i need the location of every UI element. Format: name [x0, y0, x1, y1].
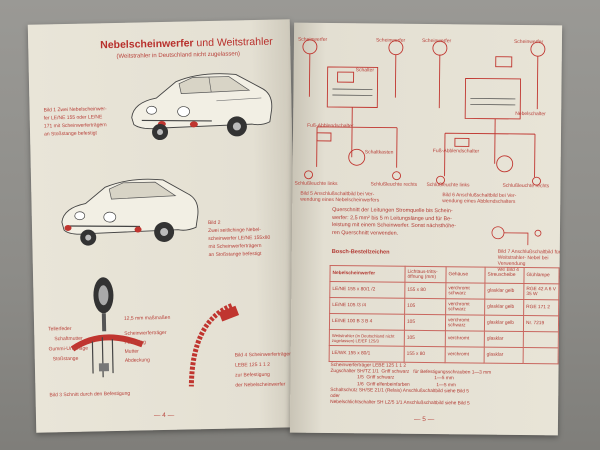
table-cell: LE/NE 155 x 80/1 /2 [329, 281, 405, 299]
left-page: Nebelscheinwerfer und Weitstrahler (Weit… [27, 19, 299, 433]
table-cell: verchromt schwarz [445, 282, 485, 300]
bild6-label-sr: Schlußleuchte rechts [502, 182, 550, 190]
bild6-label-l: Scheinwerfer [421, 37, 452, 45]
table-cell: glasklar [484, 347, 524, 364]
table-cell: Weitstrahler (in Deutschland nicht zugel… [329, 329, 405, 347]
bild1-caption: Bild 1 Zwei Nebelscheinwer-fer LE/NE 155… [43, 106, 107, 138]
table-cell: 155 x 80 [404, 346, 446, 363]
table-cell: verchromt schwarz [445, 298, 485, 316]
table-cell [523, 331, 559, 348]
table-cell: RGE 171 2 [523, 299, 559, 316]
table-cell: verchromt [445, 330, 485, 348]
cable-cross-section-text: Querschnitt der Leitungen Stromquelle bi… [331, 207, 457, 237]
left-page-number: — 4 — [153, 411, 175, 420]
list-item: Nebelschlichtschalter SH LZ/5 1/1 Anschl… [330, 400, 470, 407]
table-cell: glasklar gelb [484, 315, 524, 332]
wiring-diagram-bild6 [432, 40, 546, 186]
wiring-diagram-bild5 [302, 39, 404, 181]
bild6-label-nebel: Nebelschalter [515, 110, 546, 118]
cutaway-labels: Tellerfeder Schaftmutter Gummi-Unterlage… [48, 325, 89, 363]
table-row: LE/WK 155 x 80/1 155 x 80 verchromt glas… [329, 345, 559, 364]
bild5-label-r: Scheinwerfer [375, 37, 406, 44]
table-cell: RGE 42 A 6 V 35 W [523, 283, 559, 300]
bild5-label-sr: Schlußleuchte rechts [370, 181, 418, 188]
table-header-cell: Nebelscheinwerfer [329, 265, 406, 283]
table-cell: 105 [404, 330, 446, 347]
bild3-caption: Bild 3 Schnitt durch den Befestigung [49, 390, 131, 399]
bild6-label-fuss: Fuß-Abblendschalter [432, 148, 480, 155]
bosch-heading: Bosch-Bestellzeichen [331, 249, 390, 256]
left-page-title: Nebelscheinwerfer und Weitstrahler [100, 35, 273, 52]
bild5-label-kasten: Schaltkasten [364, 149, 394, 156]
table-cell: LE/NE 100 B 3 B 4 [329, 313, 405, 331]
bracket-strap-illustration [188, 303, 240, 387]
bild6-caption: Bild 6 Anschlußschaltbild bei Ver-wendun… [442, 192, 517, 205]
table-header-cell: Streuscheibe [484, 267, 525, 284]
bild5-label-sl: Schlußleuchte links [294, 180, 338, 188]
bild5-caption: Bild 5 Anschlußschaltbild bei Ver-wendun… [300, 190, 380, 204]
car-illustration-side-fog-lamps [61, 178, 199, 246]
bild6-label-sl: Schlußleuchte links [426, 182, 470, 189]
table-cell: glasklar gelb [484, 299, 524, 316]
table-cell: glasklar [484, 331, 524, 348]
table-header-cell: Gehäuse [445, 266, 486, 284]
table-cell: verchromt [445, 346, 485, 364]
right-page: Scheinwerfer Scheinwerfer Schalter Fuß-A… [289, 22, 563, 436]
table-cell [523, 347, 559, 364]
table-cell: Nr. 7219 [523, 315, 559, 332]
table-cell: 105 [404, 314, 446, 331]
weitstrahler-diagram-bild7 [491, 226, 542, 246]
bild6-label-r: Scheinwerfer [513, 38, 544, 46]
table-cell: 155 x 80 [404, 282, 446, 299]
car-illustration-front-fog-lamps [131, 73, 273, 141]
table-cell: 105 [404, 298, 446, 315]
order-list: Scheinwerferträger LEBE 125 1 1 2 Zugsch… [330, 363, 491, 408]
table-header-cell: Lichtaus-tritts-öffnung (mm) [404, 266, 447, 283]
table-cell: LE/WK 155 x 80/1 [329, 345, 405, 363]
fog-lamp-cutaway-illustration [70, 277, 144, 378]
table-cell: glasklar gelb [484, 283, 524, 300]
bild5-label-schalter: Schalter [355, 67, 375, 74]
bild5-label-fuss: Fuß-Abblendschalter [307, 122, 354, 130]
cutaway-labels-right: 12,5 mm maßmaßen Scheinwerferträger Fede… [123, 314, 171, 364]
parts-table: Nebelscheinwerfer Lichtaus-tritts-öffnun… [329, 265, 560, 364]
left-page-subtitle: (Weitstrahler in Deutschland nicht zugel… [116, 51, 241, 60]
bild5-labels: Scheinwerfer [297, 36, 328, 43]
table-header-cell: Glühlampe [523, 267, 560, 284]
right-page-number: — 5 — [413, 415, 435, 424]
table-cell: LE/NE 105 /3 /4 [329, 297, 405, 315]
table-cell: verchromt schwarz [445, 314, 485, 332]
